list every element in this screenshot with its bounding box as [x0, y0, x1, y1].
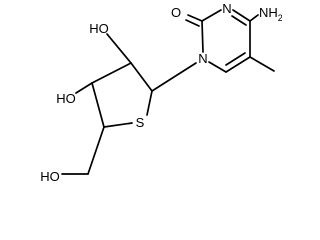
- atom-label-hydroxyl-3prime: HO: [56, 91, 76, 106]
- bond-c4prime-s: [103, 122, 133, 128]
- bond-c5-c6: [225, 56, 251, 73]
- bond-c5-c6-double: [225, 52, 246, 66]
- bond-c6-n1: [208, 61, 227, 73]
- bond-c4-nh2: [249, 14, 259, 22]
- bonds: [61, 9, 275, 175]
- bond-c5-methyl: [249, 56, 275, 72]
- bond-c2prime-c3prime: [91, 62, 132, 84]
- atom-label-amino: NH2: [259, 5, 282, 23]
- atom-labels: O N N NH2 S HO HO HO: [40, 1, 282, 184]
- bond-c2-o-double: [185, 19, 200, 27]
- bond-n3-c4-double: [231, 15, 247, 26]
- bond-c2-n3: [201, 9, 222, 22]
- bond-s-c1prime: [146, 90, 153, 116]
- atom-label-ring-n3: N: [222, 1, 231, 16]
- bond-c4prime-c5prime: [87, 126, 105, 175]
- atom-label-ring-n1: N: [198, 51, 207, 66]
- bond-n3-c4: [232, 9, 251, 22]
- bond-c3prime-c4prime: [91, 82, 105, 128]
- atom-label-hydroxyl-2prime: HO: [89, 21, 109, 36]
- bond-n1-c2: [201, 20, 204, 53]
- bond-c3prime-oh: [75, 82, 93, 94]
- amino-subscript: 2: [278, 13, 282, 23]
- amino-nh: NH: [259, 5, 278, 20]
- bond-c2-o: [187, 14, 203, 22]
- atom-label-sulfur: S: [136, 115, 145, 130]
- molecule-structure: O N N NH2 S HO HO HO: [40, 1, 282, 184]
- atom-label-carbonyl-oxygen: O: [171, 5, 181, 20]
- bond-n1-c1prime: [151, 62, 197, 92]
- bond-c1prime-c2prime: [130, 62, 153, 92]
- atom-label-hydroxymethyl-oxygen: HO: [40, 169, 60, 184]
- bond-c2prime-oh: [106, 33, 132, 64]
